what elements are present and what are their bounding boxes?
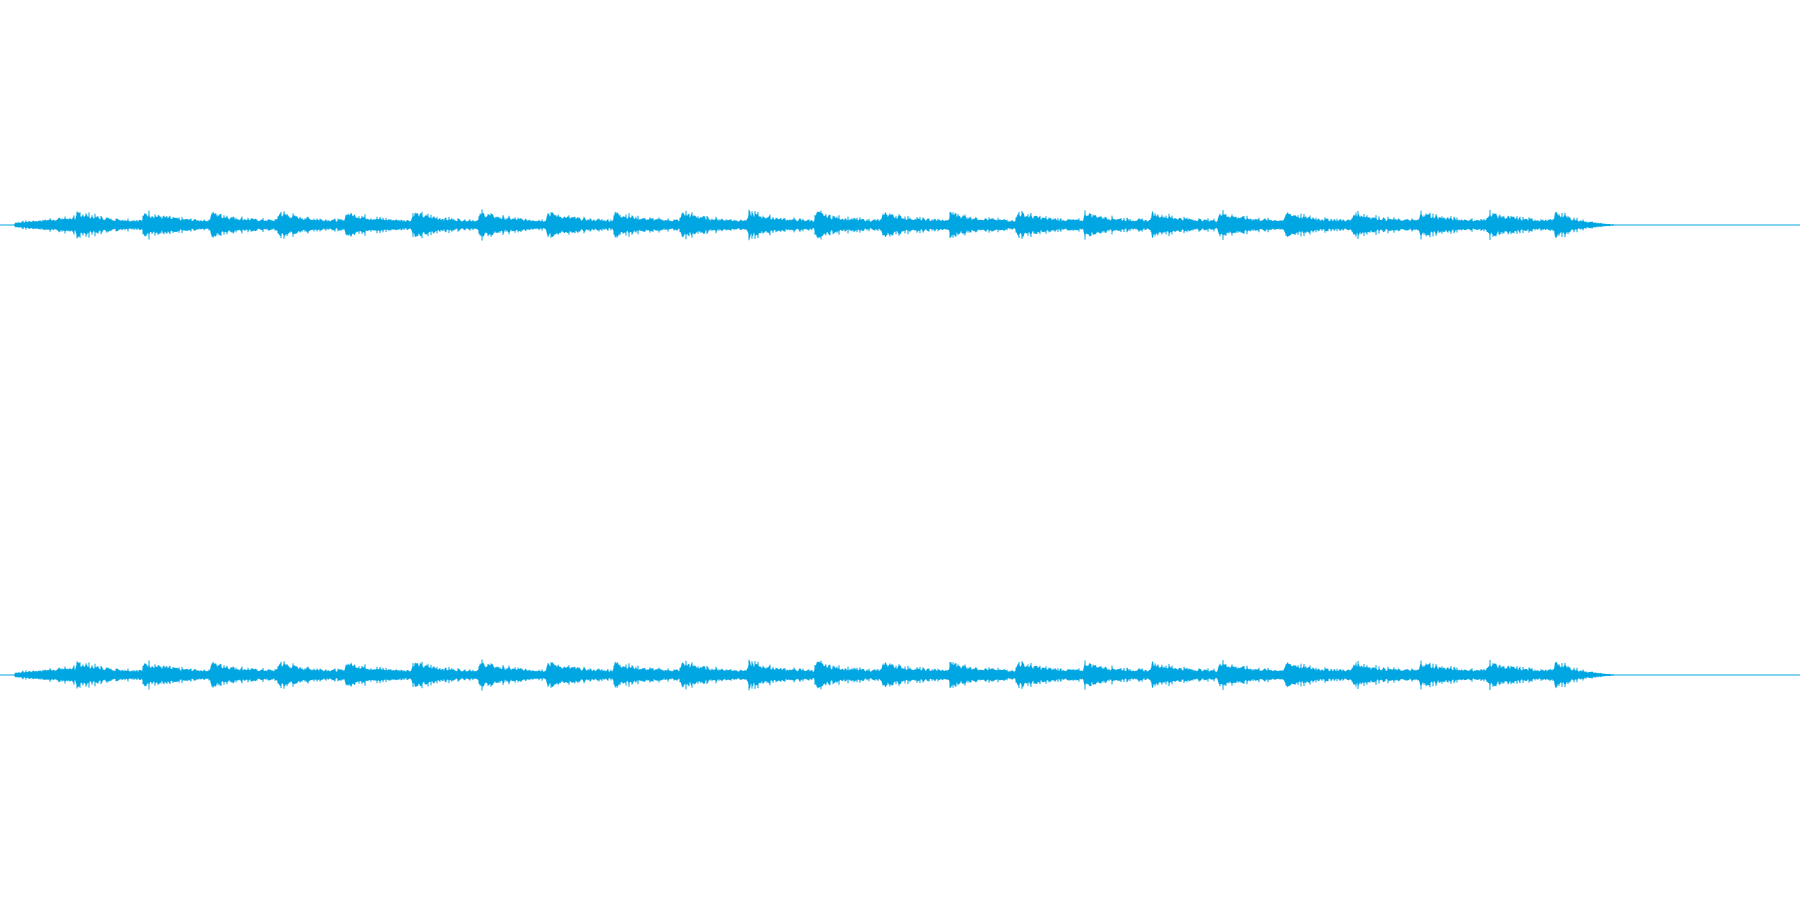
waveform-body <box>0 211 1620 239</box>
waveform-body <box>0 661 1620 689</box>
channel-waveform-left <box>0 209 1800 241</box>
channel-waveform-right <box>0 659 1800 691</box>
